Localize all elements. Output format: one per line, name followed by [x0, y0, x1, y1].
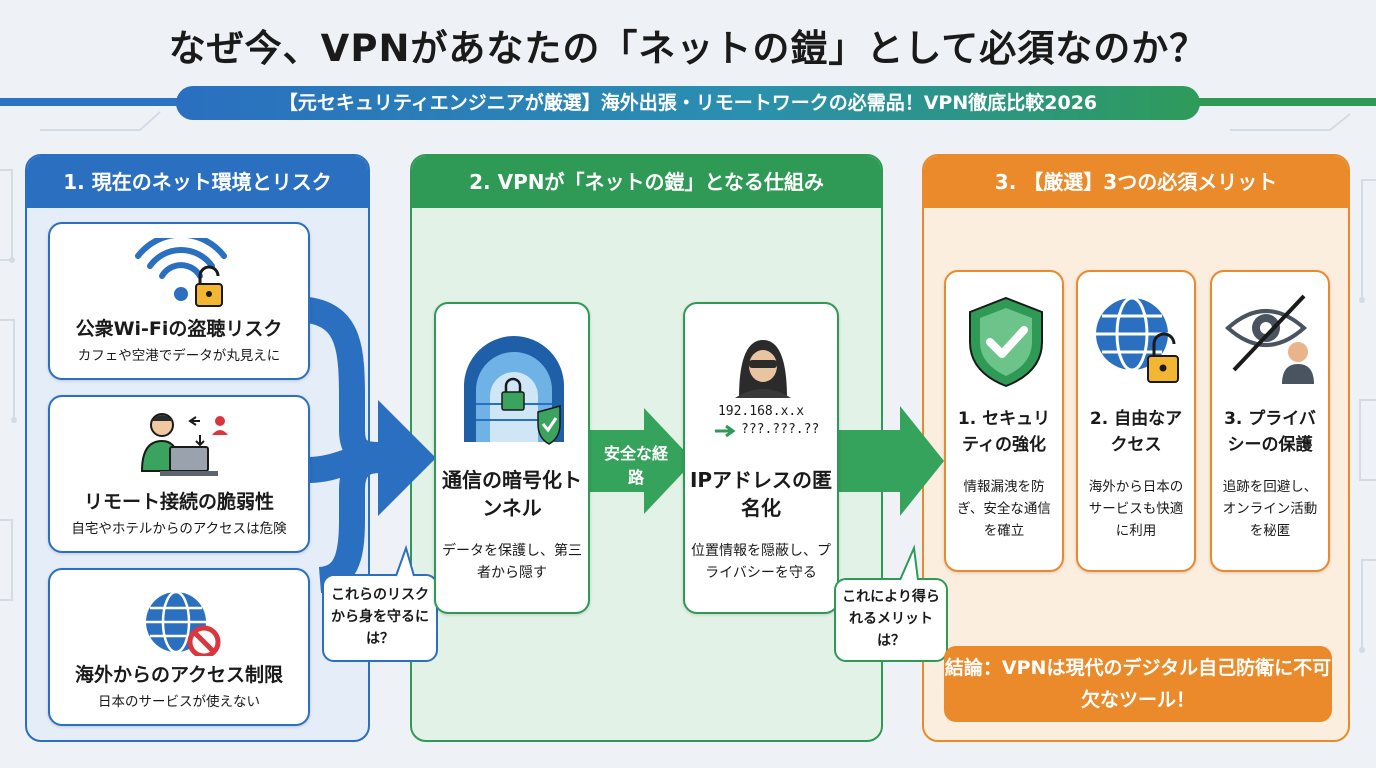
benefit-title: 2. 自由なアクセス: [1089, 409, 1183, 455]
risk-card: 海外からのアクセス制限 日本のサービスが使えない: [48, 568, 310, 726]
safe-route-label: 安全な経路: [603, 444, 668, 487]
panel-mechanism-heading: 2. VPNが「ネットの鎧」となる仕組み: [412, 156, 881, 208]
arrow-right-icon: [715, 424, 736, 438]
risk-desc: 日本のサービスが使えない: [98, 694, 260, 710]
risk-card: 公衆Wi-Fiの盗聴リスク カフェや空港でデータが丸見えに: [48, 222, 310, 380]
benefit-card: 3. プライバシーの保護 追跡を回避し、オンライン活動を秘匿: [1210, 270, 1330, 572]
page-title: なぜ今、VPNがあなたの「ネットの鎧」として必須なのか？: [168, 27, 1208, 70]
shield-check-icon: [969, 296, 1043, 388]
ip-after-text: ???.???.??: [741, 422, 820, 437]
ip-anonymization-card: 192.168.x.x ???.???.?? IPアドレスの匿名化 位置情報を隠…: [683, 302, 839, 614]
subtitle-line-right: [1136, 98, 1376, 106]
mechanism-desc: データを保護し、第三者から隠す: [442, 543, 582, 581]
risk-title: 公衆Wi-Fiの盗聴リスク: [75, 318, 283, 340]
mechanism-desc: 位置情報を隠蔽し、プライバシーを守る: [691, 543, 831, 581]
benefit-desc: 情報漏洩を防ぎ、安全な通信を確立: [957, 479, 1051, 539]
conclusion-banner: 結論：VPNは現代のデジタル自己防衛に不可欠なツール！: [944, 646, 1332, 722]
encryption-tunnel-card: 通信の暗号化トンネル データを保護し、第三者から隠す: [434, 302, 590, 614]
globe-blocked-icon: [146, 590, 221, 656]
subtitle-banner: 【元セキュリティエンジニアが厳選】海外出張・リモートワークの必需品！VPN徹底比…: [176, 86, 1200, 120]
risk-card: リモート接続の脆弱性 自宅やホテルからのアクセスは危険: [48, 395, 310, 553]
mechanism-title: 通信の暗号化トンネル: [442, 468, 582, 520]
risk-title: リモート接続の脆弱性: [83, 491, 274, 513]
question-bubble-risks: これらのリスクから身を守るには？: [322, 574, 438, 662]
wifi-lock-icon: [135, 238, 227, 307]
panel-benefits-heading: 3. 【厳選】3つの必須メリット: [924, 156, 1348, 208]
risk-desc: カフェや空港でデータが丸見えに: [77, 348, 281, 364]
benefit-card: 1. セキュリティの強化 情報漏洩を防ぎ、安全な通信を確立: [944, 270, 1064, 572]
benefit-desc: 追跡を回避し、オンライン活動を秘匿: [1222, 479, 1318, 539]
remote-worker-icon: [140, 413, 228, 476]
encrypted-tunnel-icon: [464, 336, 564, 445]
subtitle-line-left: [0, 98, 260, 106]
benefit-title: 3. プライバシーの保護: [1224, 409, 1316, 455]
question-bubble-benefits: これにより得られるメリットは？: [834, 578, 948, 662]
benefit-title: 1. セキュリティの強化: [957, 409, 1051, 455]
anonymous-hacker-icon: [735, 340, 791, 398]
benefit-desc: 海外から日本のサービスも快適に利用: [1088, 479, 1184, 539]
globe-unlock-icon: [1096, 296, 1179, 383]
privacy-eye-icon: [1224, 294, 1314, 384]
mechanism-title: IPアドレスの匿名化: [689, 468, 833, 520]
benefit-card: 2. 自由なアクセス 海外から日本のサービスも快適に利用: [1076, 270, 1196, 572]
panel-risks-heading: 1. 現在のネット環境とリスク: [27, 156, 368, 208]
ip-before-text: 192.168.x.x: [717, 404, 805, 419]
risk-desc: 自宅やホテルからのアクセスは危険: [71, 521, 287, 537]
risk-title: 海外からのアクセス制限: [74, 664, 284, 686]
